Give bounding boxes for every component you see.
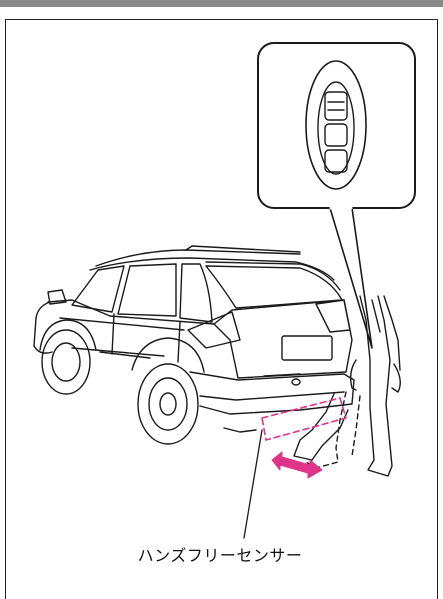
sensor-caption: ハンズフリーセンサー [100,542,340,566]
suv-rear-icon [34,246,354,444]
key-fob-icon [306,61,366,189]
person-legs-icon [294,296,400,476]
key-fob-callout [258,43,415,348]
sensor-leader-line [244,430,262,538]
